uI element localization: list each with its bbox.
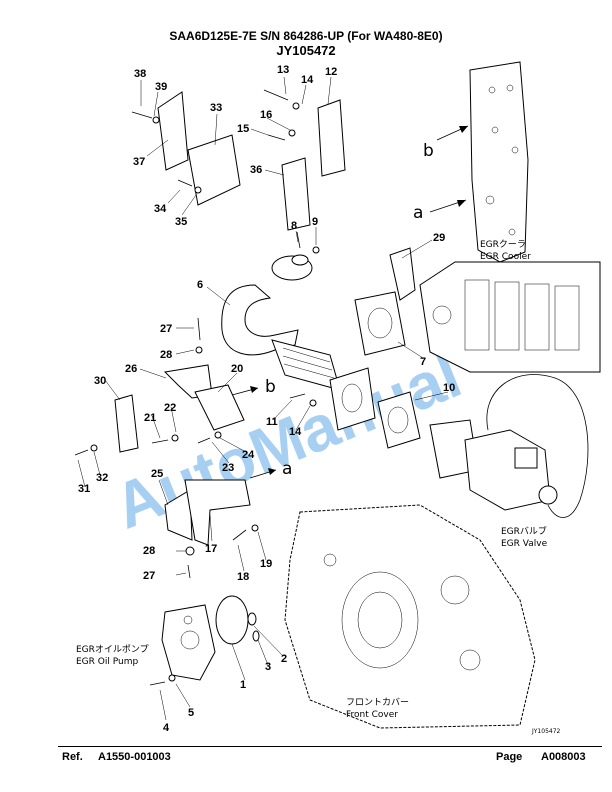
callout-1: 1 [240, 679, 246, 691]
callout-12: 12 [325, 66, 337, 78]
bolts-upper [131, 89, 320, 254]
ref-value: A1550-001003 [98, 751, 171, 763]
bracket-20-part [194, 384, 245, 431]
leader-lines [77, 76, 449, 721]
o-ring-2-part [247, 612, 257, 626]
egr-oil-pump-label-en: EGR Oil Pump [76, 657, 138, 667]
front-cover-label-jp: フロントカバー [346, 697, 409, 708]
callout-14-upper: 14 [301, 74, 314, 86]
egr-cooler-part [419, 261, 601, 373]
callout-2: 2 [281, 653, 287, 665]
callout-20: 20 [231, 363, 243, 375]
callout-35: 35 [175, 216, 187, 228]
arrow-label-b-lower: b [265, 377, 276, 397]
callout-14-lower: 14 [289, 426, 302, 438]
callout-26: 26 [125, 363, 137, 375]
callout-25: 25 [151, 468, 163, 480]
arrow-b-upper [436, 125, 469, 141]
gasket-7-part [354, 291, 406, 356]
callout-33: 33 [210, 102, 222, 114]
callout-3: 3 [265, 661, 271, 673]
callout-11: 11 [266, 416, 278, 428]
callout-34: 34 [154, 203, 167, 215]
bracket-33-part [187, 134, 241, 206]
callout-21: 21 [144, 412, 156, 424]
callout-30: 30 [94, 375, 106, 387]
bracket-29-part [389, 247, 416, 301]
callout-24: 24 [242, 449, 255, 461]
callout-28-upper: 28 [160, 349, 172, 361]
callout-28-lower: 28 [143, 545, 155, 557]
callout-32: 32 [96, 472, 108, 484]
callout-31: 31 [78, 483, 90, 495]
callout-6: 6 [197, 279, 203, 291]
egr-cooler-label-en: EGR Cooler [480, 252, 531, 262]
bracket-30-part [114, 394, 139, 453]
mounting-plate-part [469, 61, 529, 263]
gasket-10-part [377, 391, 421, 449]
callout-29: 29 [433, 232, 445, 244]
callout-38: 38 [134, 68, 146, 80]
callout-4: 4 [163, 722, 170, 734]
egr-valve-label-en: EGR Valve [501, 539, 548, 549]
egr-valve-part [429, 374, 589, 518]
callout-7: 7 [420, 356, 426, 368]
callout-27-upper: 27 [160, 323, 172, 335]
front-cover-label-en: Front Cover [346, 710, 398, 720]
egr-pipe-6-part [221, 254, 376, 431]
footer-divider [58, 746, 602, 747]
callout-37: 37 [133, 156, 145, 168]
bracket-17-part [184, 479, 251, 546]
arrow-a-upper [429, 199, 467, 213]
callout-39: 39 [155, 81, 167, 93]
bracket-25-part [164, 489, 193, 541]
callout-16: 16 [260, 109, 272, 121]
clamp-36-part [281, 157, 311, 231]
front-cover-part [284, 504, 536, 729]
document-title: SAA6D125E-7E S/N 864286-UP (For WA480-8E… [169, 29, 443, 43]
egr-oil-pump-label-jp: EGRオイルポンプ [76, 644, 149, 655]
callout-27-lower: 27 [143, 570, 155, 582]
figure-id: JY105472 [276, 43, 336, 58]
drawing-number: JY105472 [531, 728, 561, 735]
bracket-37-part [157, 91, 189, 171]
egr-valve-label-jp: EGRバルブ [501, 525, 547, 537]
page-value: A008003 [541, 751, 586, 763]
egr-cooler-label-jp: EGRクーラ [480, 239, 526, 250]
arrow-label-a-upper: a [413, 203, 423, 223]
bolts-middle [74, 317, 317, 579]
callout-19: 19 [260, 558, 272, 570]
o-ring-3-part [252, 630, 260, 642]
arrow-label-a-lower: a [282, 459, 292, 479]
arrow-a-lower [249, 468, 277, 479]
clamp-12-part [317, 99, 346, 177]
callout-15: 15 [237, 123, 249, 135]
callout-18: 18 [237, 571, 249, 583]
arrow-label-b-upper: b [423, 141, 434, 161]
callout-10: 10 [443, 382, 455, 394]
egr-oil-pump-part [149, 604, 216, 686]
callout-5: 5 [188, 707, 194, 719]
arrow-b-lower [231, 386, 259, 396]
callout-9: 9 [312, 216, 318, 228]
callouts: 38 39 37 33 34 35 13 14 12 16 15 36 8 9 … [78, 64, 455, 734]
page-label: Page [496, 751, 523, 763]
o-ring-1-part [215, 595, 249, 645]
callout-22: 22 [164, 402, 176, 414]
callout-8: 8 [291, 220, 297, 232]
callout-36: 36 [250, 164, 262, 176]
callout-23: 23 [222, 462, 234, 474]
ref-label: Ref. [62, 751, 83, 763]
callout-13: 13 [277, 64, 289, 76]
callout-17: 17 [205, 543, 217, 555]
